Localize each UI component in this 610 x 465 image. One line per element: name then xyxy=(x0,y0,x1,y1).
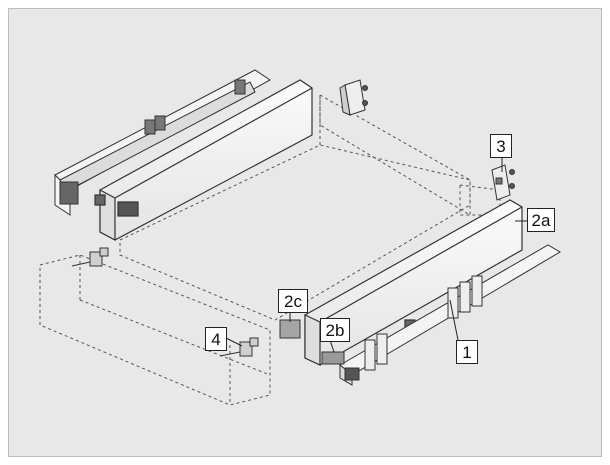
callout-4: 4 xyxy=(205,327,227,351)
callout-2a: 2a xyxy=(527,208,555,232)
callout-2c: 2c xyxy=(278,289,308,313)
rear-fixing-bracket xyxy=(491,164,515,201)
callout-3: 3 xyxy=(490,134,512,158)
back-bracket xyxy=(339,79,368,116)
right-drawer-side xyxy=(304,199,523,366)
front-fixing-2b xyxy=(321,351,345,365)
front-panel-outline xyxy=(39,254,271,406)
front-connector-lower xyxy=(219,337,259,357)
left-runner xyxy=(54,69,271,216)
front-fixing-2c xyxy=(279,319,301,339)
callout-2b: 2b xyxy=(320,318,350,342)
drawer-bottom-outline xyxy=(119,94,501,321)
right-runner xyxy=(339,244,561,386)
front-connector-upper xyxy=(71,247,109,267)
left-drawer-side xyxy=(94,79,313,241)
callout-1: 1 xyxy=(456,340,478,364)
leader-lines xyxy=(225,158,531,353)
